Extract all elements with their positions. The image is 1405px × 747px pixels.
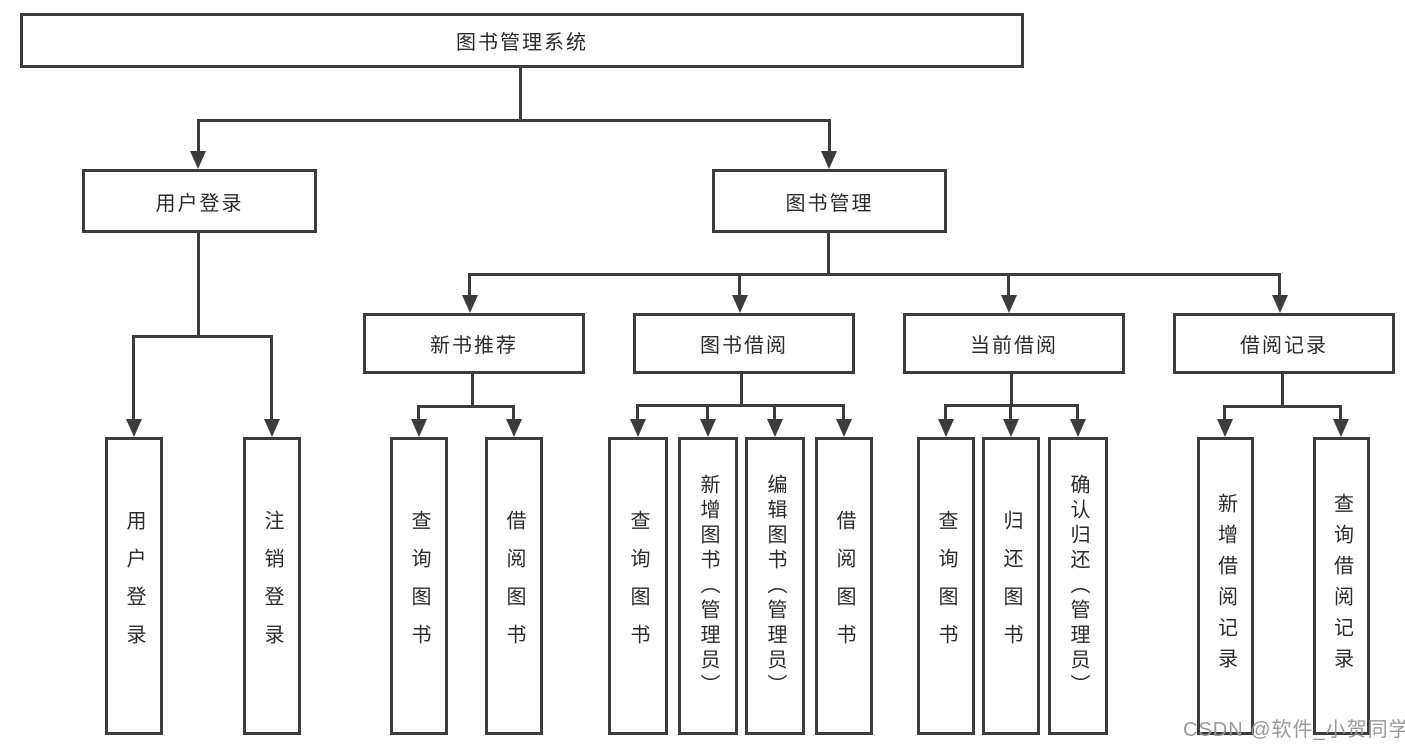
- node-user-login-label: 用户登录: [155, 192, 244, 215]
- arrow-down-icon: [700, 419, 716, 437]
- arrow-down-icon: [630, 419, 646, 437]
- leaf-query-books-recommend-label: 查询图书: [408, 510, 430, 662]
- connector-line: [636, 404, 639, 420]
- node-borrowing-records-label: 借阅记录: [1240, 335, 1328, 357]
- leaf-borrow-books-recommend: 借阅图书: [485, 437, 543, 735]
- node-current-borrowing: 当前借阅: [903, 313, 1125, 374]
- connector-line: [842, 404, 845, 420]
- arrow-down-icon: [264, 419, 280, 437]
- leaf-confirm-return-admin-label: 确认归还（管理员）: [1067, 473, 1089, 699]
- csdn-watermark: CSDN @软件_小贺同学: [1183, 719, 1405, 741]
- connector-line: [773, 404, 776, 420]
- connector-line: [827, 233, 830, 274]
- connector-line: [740, 374, 743, 405]
- leaf-query-books-current-label: 查询图书: [935, 510, 957, 662]
- leaf-confirm-return-admin: 确认归还（管理员）: [1048, 437, 1108, 735]
- connector-line: [132, 335, 135, 420]
- leaf-logout: 注销登录: [243, 437, 301, 735]
- leaf-borrow-books-recommend-label: 借阅图书: [503, 510, 525, 662]
- leaf-add-books-admin: 新增图书（管理员）: [678, 437, 738, 735]
- connector-line: [1278, 273, 1281, 296]
- arrow-down-icon: [411, 419, 427, 437]
- connector-line: [197, 119, 200, 152]
- arrow-down-icon: [1001, 295, 1017, 313]
- leaf-query-books-current: 查询图书: [917, 437, 975, 735]
- connector-line: [1007, 273, 1010, 296]
- arrow-down-icon: [1070, 419, 1086, 437]
- leaf-query-books-borrowing: 查询图书: [608, 437, 668, 735]
- connector-line: [197, 233, 200, 335]
- leaf-user-login-label: 用户登录: [123, 510, 145, 662]
- connector-line: [738, 273, 741, 296]
- connector-line: [519, 68, 522, 119]
- connector-line: [270, 335, 273, 420]
- node-book-management-label: 图书管理: [785, 192, 874, 215]
- arrow-down-icon: [938, 419, 954, 437]
- leaf-user-login: 用户登录: [105, 437, 163, 735]
- node-book-borrowing: 图书借阅: [633, 313, 855, 374]
- leaf-query-borrow-record: 查询借阅记录: [1313, 437, 1370, 735]
- connector-line: [944, 404, 1079, 407]
- arrow-down-icon: [836, 419, 852, 437]
- leaf-logout-label: 注销登录: [261, 510, 283, 662]
- connector-line: [1339, 405, 1342, 420]
- connector-line: [132, 335, 273, 338]
- leaf-add-books-admin-label: 新增图书（管理员）: [697, 473, 719, 699]
- leaf-return-books-label: 归还图书: [1000, 510, 1022, 662]
- node-borrowing-records: 借阅记录: [1173, 313, 1395, 374]
- leaf-add-borrow-record: 新增借阅记录: [1197, 437, 1254, 735]
- arrow-down-icon: [1003, 419, 1019, 437]
- node-user-login: 用户登录: [82, 169, 317, 233]
- leaf-borrow-books: 借阅图书: [815, 437, 873, 735]
- connector-line: [636, 404, 845, 407]
- node-library-system-label: 图书管理系统: [456, 32, 588, 54]
- connector-line: [471, 374, 474, 406]
- connector-line: [417, 405, 515, 408]
- leaf-borrow-books-label: 借阅图书: [833, 510, 855, 662]
- connector-line: [1010, 374, 1013, 405]
- arrow-down-icon: [821, 151, 837, 169]
- leaf-query-books-recommend: 查询图书: [390, 437, 448, 735]
- node-current-borrowing-label: 当前借阅: [970, 335, 1058, 357]
- arrow-down-icon: [506, 419, 522, 437]
- connector-line: [706, 404, 709, 420]
- arrow-down-icon: [126, 419, 142, 437]
- arrow-down-icon: [1217, 419, 1233, 437]
- arrow-down-icon: [767, 419, 783, 437]
- connector-line: [1076, 404, 1079, 420]
- leaf-edit-books-admin-label: 编辑图书（管理员）: [764, 473, 786, 699]
- arrow-down-icon: [190, 151, 206, 169]
- node-new-book-recommendation-label: 新书推荐: [430, 335, 518, 357]
- connector-line: [1009, 404, 1012, 420]
- leaf-query-borrow-record-label: 查询借阅记录: [1330, 493, 1353, 679]
- node-book-management: 图书管理: [712, 169, 947, 233]
- leaf-query-books-borrowing-label: 查询图书: [627, 510, 649, 662]
- connector-line: [944, 404, 947, 420]
- connector-line: [468, 273, 471, 296]
- connector-line: [468, 273, 1281, 276]
- arrow-down-icon: [732, 295, 748, 313]
- node-book-borrowing-label: 图书借阅: [700, 335, 788, 357]
- arrow-down-icon: [1272, 295, 1288, 313]
- connector-line: [1281, 374, 1284, 406]
- connector-line: [417, 405, 420, 420]
- node-library-system: 图书管理系统: [20, 13, 1024, 68]
- leaf-return-books: 归还图书: [982, 437, 1040, 735]
- node-new-book-recommendation: 新书推荐: [363, 313, 585, 374]
- connector-line: [1223, 405, 1342, 408]
- connector-line: [828, 119, 831, 152]
- connector-line: [197, 119, 831, 122]
- leaf-edit-books-admin: 编辑图书（管理员）: [745, 437, 805, 735]
- arrow-down-icon: [1333, 419, 1349, 437]
- arrow-down-icon: [462, 295, 478, 313]
- connector-line: [512, 405, 515, 420]
- leaf-add-borrow-record-label: 新增借阅记录: [1214, 493, 1237, 679]
- connector-line: [1223, 405, 1226, 420]
